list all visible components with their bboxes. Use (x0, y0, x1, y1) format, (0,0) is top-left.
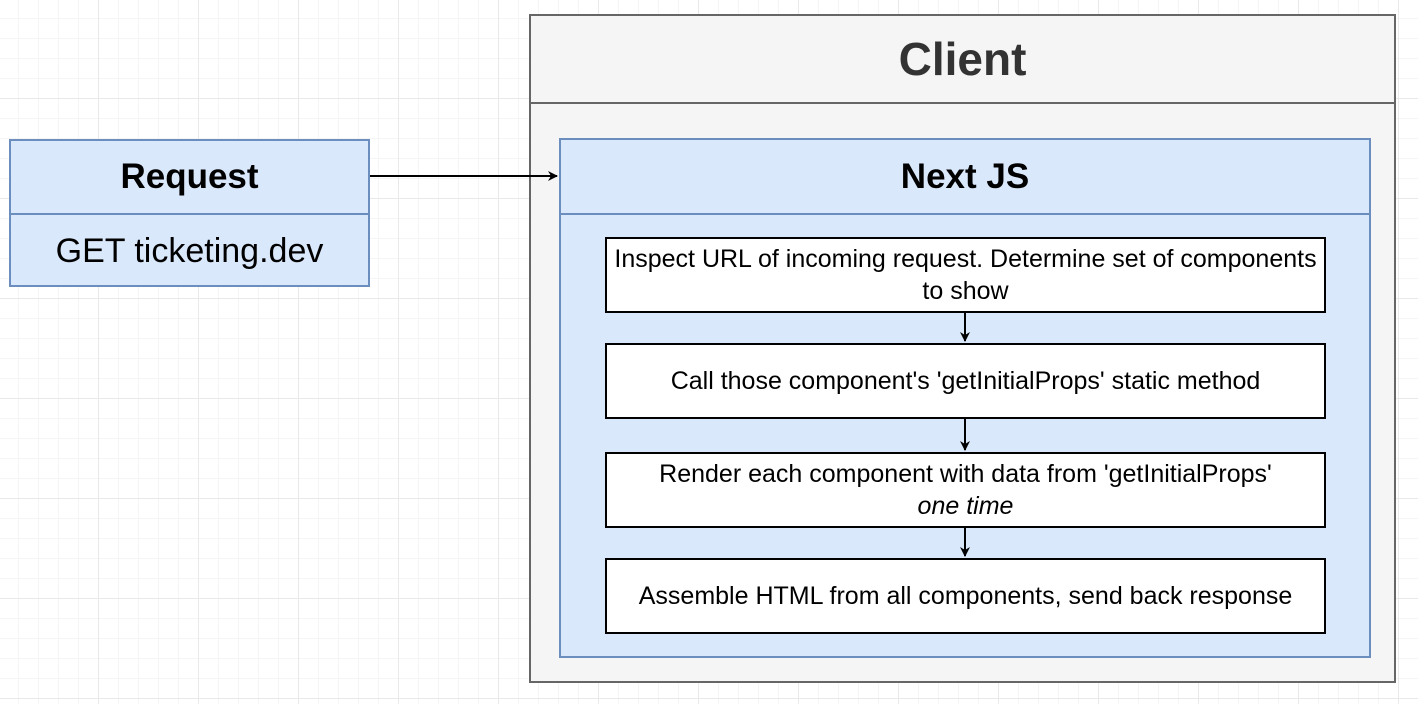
step-assemble-html: Assemble HTML from all components, send … (605, 558, 1326, 634)
step-call-getinitialprops: Call those component's 'getInitialProps'… (605, 343, 1326, 419)
step-inspect-url: Inspect URL of incoming request. Determi… (605, 237, 1326, 313)
client-title: Client (531, 16, 1394, 104)
step-render-components: Render each component with data from 'ge… (605, 452, 1326, 528)
step-text: Assemble HTML from all components, send … (638, 582, 1293, 610)
request-title: Request (11, 141, 368, 215)
step-text: Inspect URL of incoming request. Determi… (614, 245, 1317, 305)
request-box: Request GET ticketing.dev (9, 139, 370, 287)
request-body: GET ticketing.dev (55, 231, 324, 270)
step-text: Render each component with data from 'ge… (659, 460, 1272, 488)
nextjs-title: Next JS (561, 140, 1369, 215)
step-emphasis-text: one time (917, 492, 1014, 520)
step-text: Call those component's 'getInitialProps'… (670, 367, 1261, 395)
